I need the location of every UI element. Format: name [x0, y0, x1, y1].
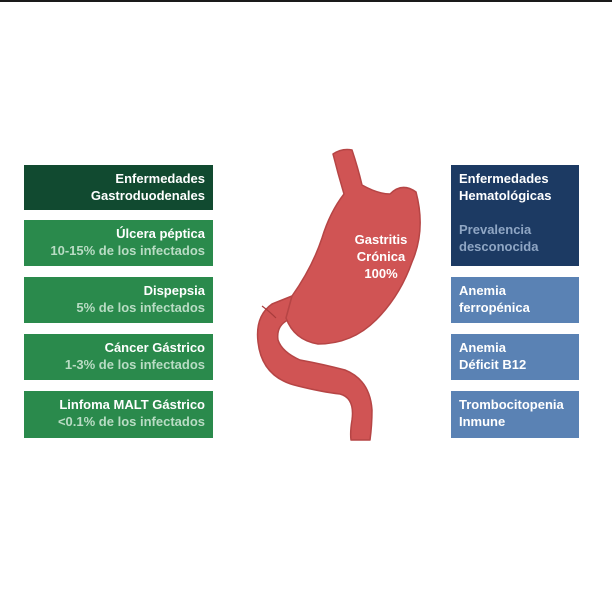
item-detail: <0.1% de los infectados	[57, 414, 205, 429]
dyspepsia-box: Dispepsia 5% de los infectados	[24, 277, 213, 323]
iron-deficiency-anemia-box: Anemia ferropénica	[451, 277, 579, 323]
item-line1: Trombocitopenia	[459, 397, 564, 412]
gastric-cancer-box: Cáncer Gástrico 1-3% de los infectados	[24, 334, 213, 380]
prevalence-line1: Prevalencia	[459, 222, 532, 237]
item-title: Dispepsia	[143, 283, 205, 298]
header-line2: Gastroduodenales	[90, 188, 205, 203]
item-line1: Anemia	[459, 283, 506, 298]
stomach-body-shape	[285, 148, 421, 345]
item-detail: 5% de los infectados	[76, 300, 205, 315]
item-line1: Anemia	[459, 340, 506, 355]
malt-lymphoma-box: Linfoma MALT Gástrico <0.1% de los infec…	[24, 391, 213, 438]
hematologic-diseases-header: Enfermedades Hematológicas Prevalencia d…	[451, 165, 579, 266]
item-title: Cáncer Gástrico	[104, 340, 205, 355]
center-line1: Gastritis	[354, 232, 408, 247]
item-detail: 1-3% de los infectados	[64, 357, 205, 372]
header-line1: Enfermedades	[115, 171, 205, 186]
pylorus-line	[261, 305, 277, 319]
header-line2: Hematológicas	[459, 188, 552, 203]
gastroduodenal-diseases-header: Enfermedades Gastroduodenales	[24, 165, 213, 210]
b12-deficiency-anemia-box: Anemia Déficit B12	[451, 334, 579, 380]
duodenum-shape	[256, 295, 373, 441]
item-line2: Inmune	[459, 414, 506, 429]
peptic-ulcer-box: Úlcera péptica 10-15% de los infectados	[24, 220, 213, 266]
item-title: Linfoma MALT Gástrico	[59, 397, 205, 412]
item-line2: ferropénica	[459, 300, 530, 315]
center-line2: Crónica	[356, 249, 406, 264]
item-title: Úlcera péptica	[116, 226, 205, 241]
prevalence-line2: desconocida	[459, 239, 539, 254]
top-border	[0, 0, 612, 2]
item-detail: 10-15% de los infectados	[50, 243, 205, 258]
header-line1: Enfermedades	[459, 171, 549, 186]
chronic-gastritis-label: Gastritis Crónica 100%	[336, 231, 426, 282]
immune-thrombocytopenia-box: Trombocitopenia Inmune	[451, 391, 579, 438]
center-line3: 100%	[364, 266, 398, 281]
item-line2: Déficit B12	[459, 357, 527, 372]
